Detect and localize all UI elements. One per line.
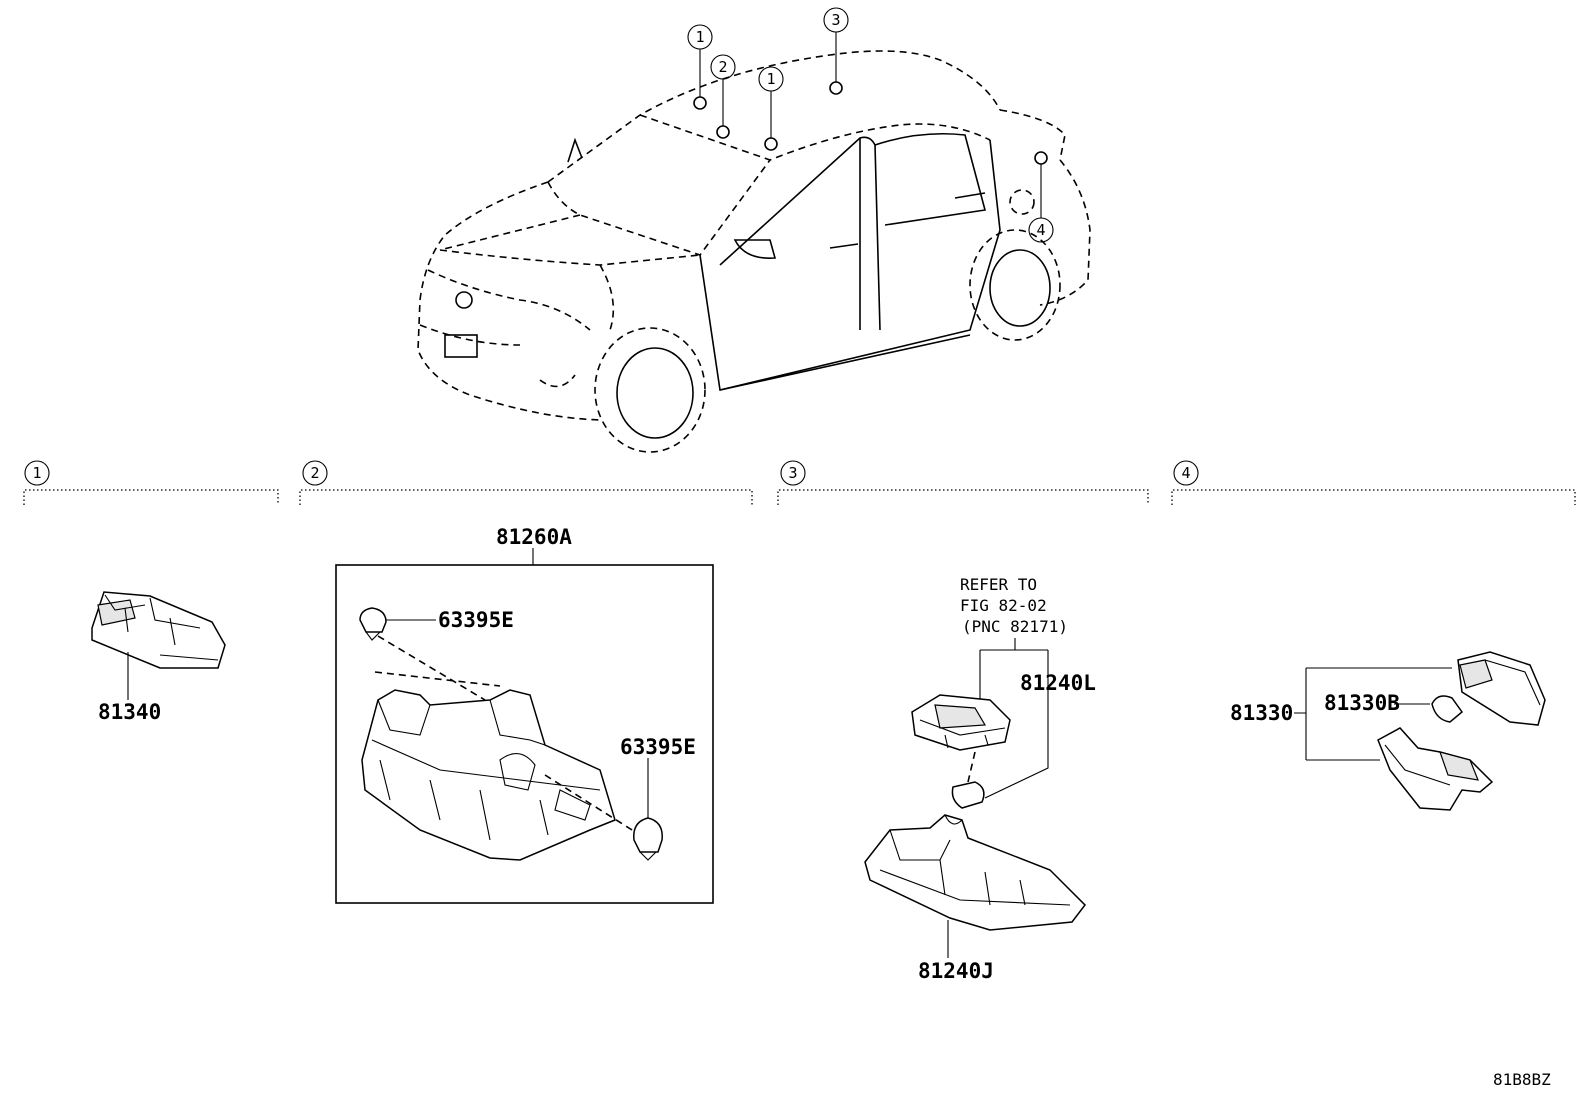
clip-63395E-top	[359, 607, 387, 641]
part-81240J-drawing	[864, 814, 1086, 931]
svg-text:4: 4	[1036, 221, 1045, 239]
section-2-header: 2	[299, 460, 753, 505]
part-81340-drawing	[91, 591, 226, 669]
car-callout-2: 2	[710, 54, 736, 80]
part-label-63395E-top: 63395E	[438, 608, 514, 632]
refer-line-1: REFER TO	[960, 575, 1037, 594]
part-label-81240L: 81240L	[1020, 671, 1096, 695]
bulb-81330B	[1431, 695, 1464, 723]
part-label-81260A: 81260A	[496, 525, 572, 549]
svg-text:2: 2	[310, 464, 319, 482]
car-markers	[693, 32, 1048, 218]
part-label-63395E-bottom: 63395E	[620, 735, 696, 759]
socket-drawing	[911, 694, 1011, 751]
part-81260A-drawing	[361, 689, 616, 861]
refer-line-2: FIG 82-02	[960, 596, 1047, 615]
svg-text:2: 2	[718, 58, 727, 76]
car-callout-3: 3	[823, 7, 849, 33]
part-label-81330: 81330	[1230, 701, 1293, 725]
part-label-81330B: 81330B	[1324, 691, 1400, 715]
vehicle-illustration	[417, 50, 1091, 453]
car-callout-1b: 1	[758, 66, 784, 92]
part-label-81340: 81340	[98, 700, 161, 724]
svg-text:1: 1	[695, 28, 704, 46]
svg-text:3: 3	[831, 11, 840, 29]
clip-63395E-bottom	[633, 817, 663, 861]
figure-code: 81B8BZ	[1493, 1070, 1551, 1089]
svg-text:1: 1	[766, 70, 775, 88]
section-4-header: 4	[1171, 460, 1576, 505]
bulb-81240L	[951, 781, 985, 809]
part-label-81240J: 81240J	[918, 959, 994, 983]
section-1-header: 1	[23, 460, 279, 505]
car-callout-1a: 1	[687, 24, 713, 50]
section-3-header: 3	[777, 460, 1149, 505]
lamp-lens-81330	[1457, 651, 1546, 726]
car-callout-4: 4	[1028, 217, 1054, 243]
svg-text:3: 3	[788, 464, 797, 482]
assembly-box-81260A	[335, 564, 714, 904]
svg-text:1: 1	[32, 464, 41, 482]
refer-line-3: (PNC 82171)	[962, 617, 1068, 636]
svg-text:4: 4	[1181, 464, 1190, 482]
lamp-socket-81330	[1377, 727, 1494, 811]
